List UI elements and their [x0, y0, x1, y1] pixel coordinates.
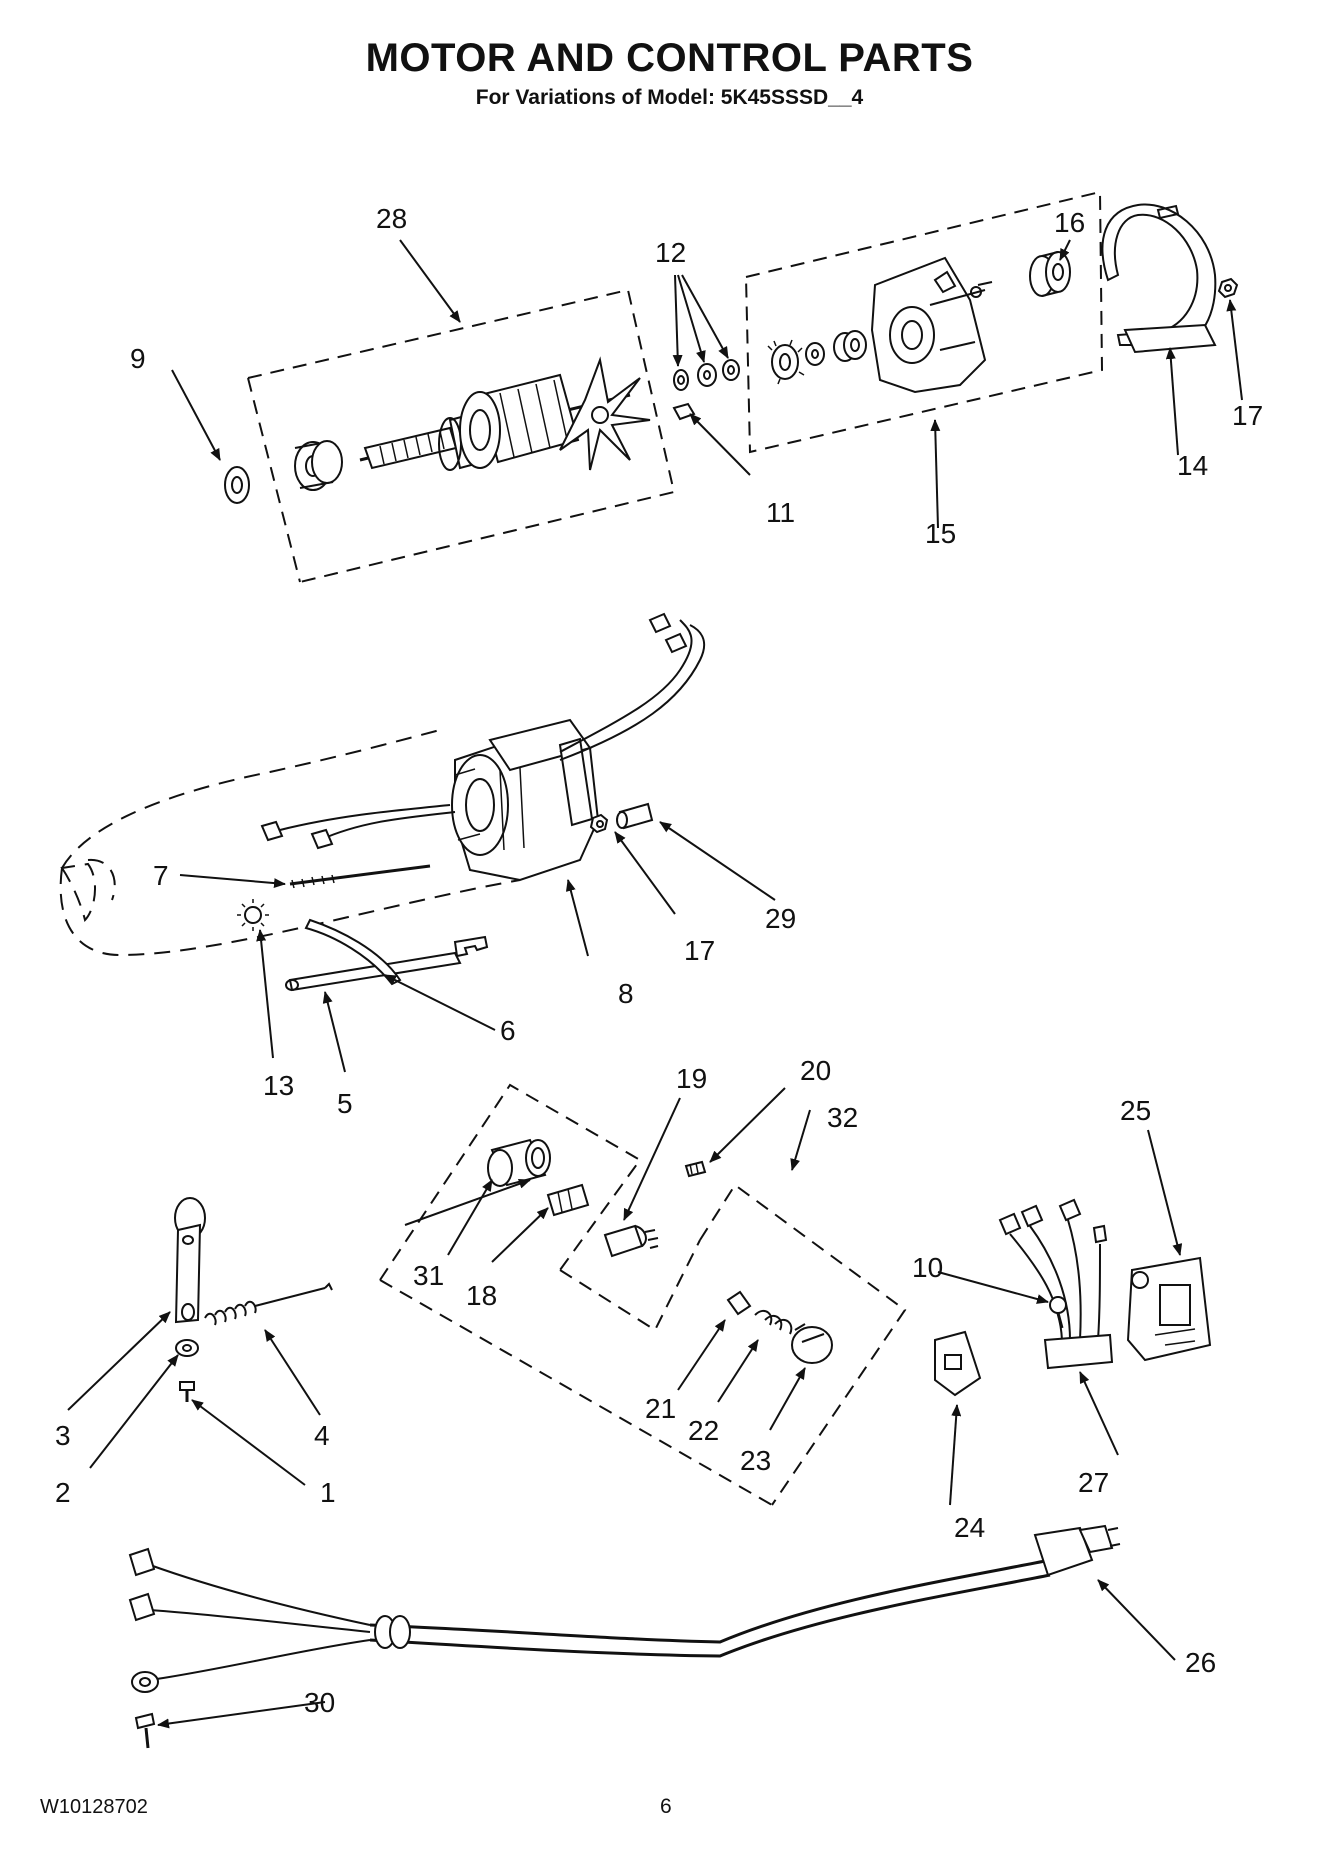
cap-part — [726, 1290, 752, 1316]
nut-part — [1217, 277, 1239, 299]
callout-18: 18 — [466, 1280, 497, 1311]
lever-spring-part — [204, 1282, 333, 1326]
housing-washer-part — [805, 342, 825, 366]
callout-22: 22 — [688, 1415, 719, 1446]
bearing-housing-group-outline — [745, 190, 1104, 454]
brush-holder-group-outline — [379, 1083, 773, 1506]
harness-screw-part — [1049, 1296, 1067, 1329]
ground-screw-part — [134, 1712, 156, 1749]
callout-28: 28 — [376, 203, 407, 234]
cord-clip-part — [934, 1330, 982, 1397]
callout-32: 32 — [827, 1102, 858, 1133]
page-title: MOTOR AND CONTROL PARTS — [365, 36, 974, 80]
lever-screw-part — [179, 1381, 195, 1402]
speed-control-plate-part — [174, 1197, 206, 1324]
armature-part — [359, 356, 651, 471]
callout-6: 6 — [500, 1015, 516, 1046]
callout-25: 25 — [1120, 1095, 1151, 1126]
document-number: W10128702 — [40, 1796, 148, 1818]
callout-labels: 28 12 16 9 11 15 14 17 7 29 17 8 6 13 5 … — [55, 203, 1263, 1718]
callout-9: 9 — [130, 343, 146, 374]
set-screw-part — [684, 1160, 707, 1178]
field-wire-leads — [260, 612, 706, 850]
model-subtitle: For Variations of Model: 5K45SSSD__4 — [475, 86, 864, 109]
callout-15: 15 — [925, 518, 956, 549]
brush-part — [546, 1183, 590, 1217]
spring-part — [754, 1309, 793, 1335]
callout-29: 29 — [765, 903, 796, 934]
callout-24: 24 — [954, 1512, 985, 1543]
callout-30: 30 — [304, 1687, 335, 1718]
callout-4: 4 — [314, 1420, 330, 1451]
long-screw-part — [289, 864, 431, 889]
callout-26: 26 — [1185, 1647, 1216, 1678]
callout-23: 23 — [740, 1445, 771, 1476]
brush-holder-part — [487, 1138, 551, 1187]
page-number: 6 — [660, 1795, 672, 1818]
armature-washers-part — [673, 359, 740, 391]
callout-7: 7 — [153, 860, 169, 891]
callout-17-mid: 17 — [684, 935, 715, 966]
callout-8: 8 — [618, 978, 634, 1009]
callout-27: 27 — [1078, 1467, 1109, 1498]
callout-14: 14 — [1177, 450, 1208, 481]
control-plate-group-outline — [699, 1183, 907, 1506]
lever-washer-part — [175, 1339, 199, 1357]
power-cord-part — [128, 1524, 1121, 1693]
bearing-housing-part — [870, 256, 993, 394]
callout-5: 5 — [337, 1088, 353, 1119]
armature-group-outline — [247, 288, 676, 583]
housing-bushing-part — [833, 330, 867, 362]
brush-spring-part — [603, 1224, 659, 1258]
motor-bracket-part — [1101, 203, 1217, 354]
speed-control-lever-part — [285, 935, 489, 992]
field-assembly-part — [451, 718, 600, 882]
retainer-clip-part — [767, 339, 805, 385]
callout-1: 1 — [320, 1477, 336, 1508]
callout-12: 12 — [655, 237, 686, 268]
thrust-washer-part — [224, 466, 250, 504]
star-washer-part — [237, 899, 269, 931]
callout-13: 13 — [263, 1070, 294, 1101]
adjusting-screw-part — [791, 1323, 833, 1364]
mid-bushing-part — [616, 802, 654, 830]
wire-harness-part — [998, 1198, 1114, 1370]
mid-nut-part — [589, 813, 609, 834]
callout-21: 21 — [645, 1393, 676, 1424]
callout-20: 20 — [800, 1055, 831, 1086]
callout-16: 16 — [1054, 207, 1085, 238]
callout-2: 2 — [55, 1477, 71, 1508]
callout-17-top: 17 — [1232, 400, 1263, 431]
leader-arrows — [67, 239, 1243, 1729]
callout-19: 19 — [676, 1063, 707, 1094]
callout-11: 11 — [766, 497, 795, 528]
callout-10: 10 — [912, 1252, 943, 1283]
plug-part — [672, 402, 696, 421]
control-board-part — [1126, 1256, 1212, 1362]
callout-3: 3 — [55, 1420, 71, 1451]
callout-31: 31 — [413, 1260, 444, 1291]
rear-bearing-part — [1029, 251, 1071, 297]
front-bearing-part — [294, 440, 343, 491]
